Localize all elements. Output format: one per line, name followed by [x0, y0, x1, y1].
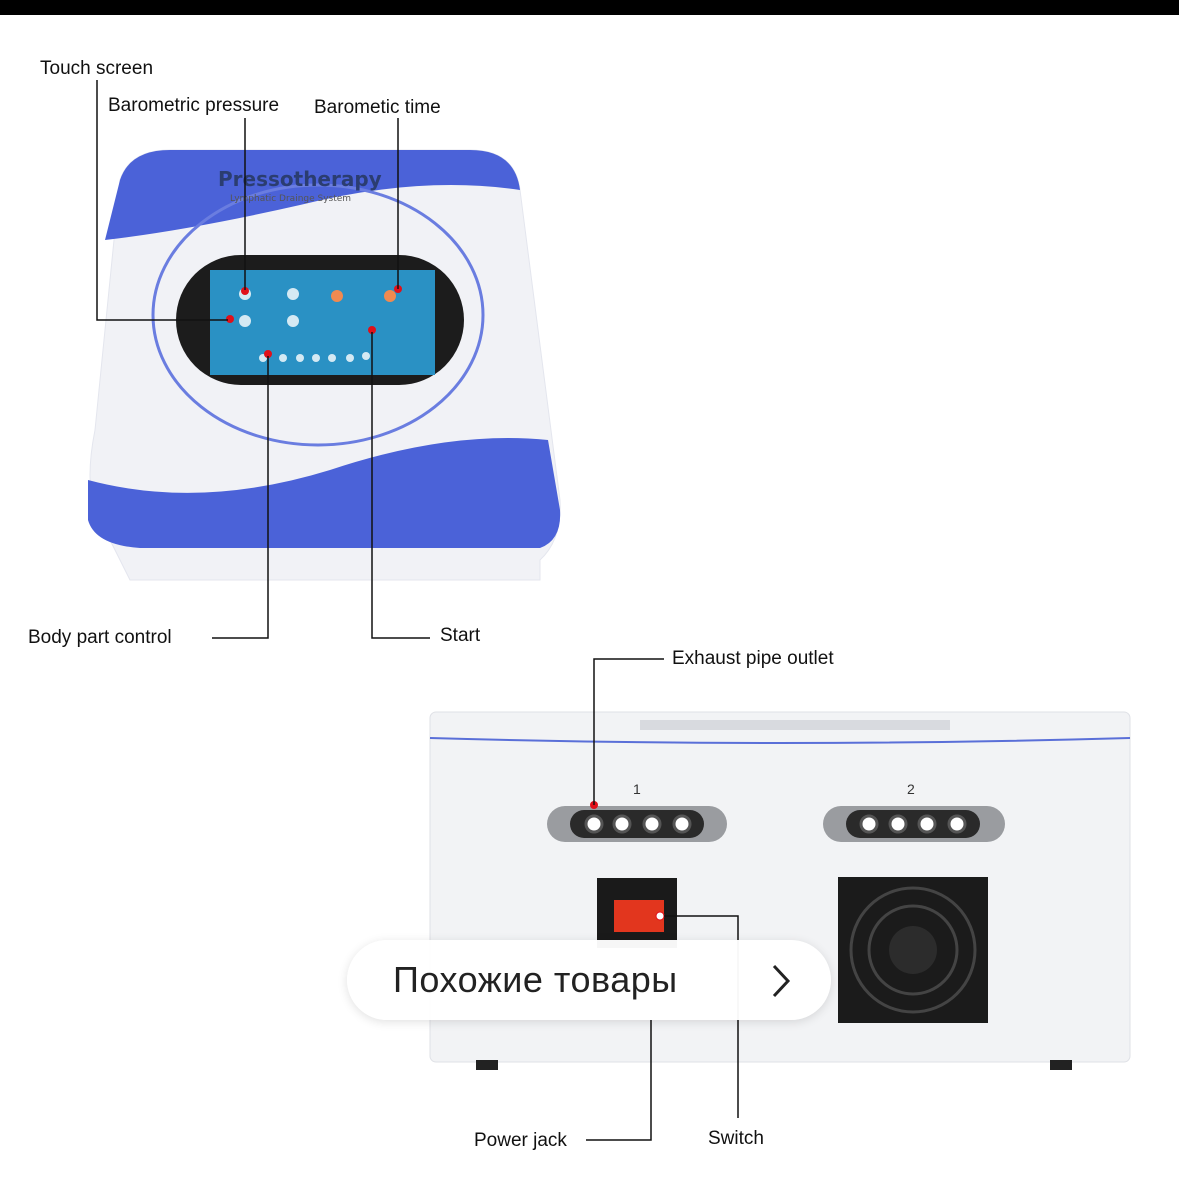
label-barometric-pressure: Barometric pressure: [108, 95, 280, 116]
similar-products-label: Похожие товары: [393, 959, 678, 1000]
back-device: 1 2: [429, 658, 1131, 1141]
svg-text:Lymphatic Drainge System: Lymphatic Drainge System: [230, 194, 351, 204]
brand-text: Pressotherapy: [218, 167, 382, 191]
svg-text:1: 1: [633, 781, 641, 797]
status-bar: [0, 0, 1179, 15]
label-barometic-time: Barometic time: [314, 97, 441, 118]
similar-products-button[interactable]: Похожие товары: [347, 940, 831, 1020]
label-start: Start: [440, 625, 481, 646]
front-device: Pressotherapy Lymphatic Drainge System: [88, 80, 561, 639]
label-touch-screen: Touch screen: [40, 58, 154, 79]
label-power-jack: Power jack: [474, 1130, 567, 1151]
chevron-right-icon: [772, 964, 791, 998]
label-exhaust-pipe-outlet: Exhaust pipe outlet: [672, 648, 834, 669]
svg-text:2: 2: [907, 781, 915, 797]
label-body-part-control: Body part control: [28, 627, 172, 648]
label-switch: Switch: [708, 1128, 764, 1149]
